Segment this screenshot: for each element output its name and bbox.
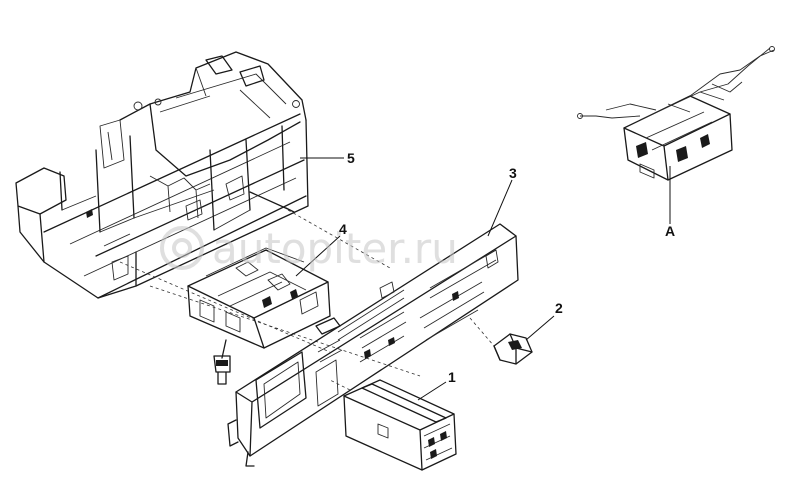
callout-3: 3 <box>509 165 517 181</box>
callout-a: A <box>665 223 675 239</box>
callout-2: 2 <box>555 300 563 316</box>
part-2-knob <box>469 317 533 365</box>
watermark-text: autopiter.ru <box>212 224 458 273</box>
watermark: autopiter.ru <box>160 224 458 273</box>
callout-1: 1 <box>448 369 456 385</box>
part-1-insert-module <box>329 379 457 471</box>
callout-5: 5 <box>347 150 355 166</box>
part-3-fascia-panel <box>227 223 519 467</box>
watermark-logo-icon <box>160 226 204 270</box>
part-4-control-unit <box>187 247 341 385</box>
callout-labels: 5 4 3 2 1 A <box>339 150 675 385</box>
part-a-inset-assembly <box>577 46 775 181</box>
leader-lines <box>295 157 671 401</box>
leader-1 <box>417 381 447 401</box>
callout-4: 4 <box>339 221 347 237</box>
leader-3 <box>487 179 513 237</box>
leader-2 <box>525 315 555 341</box>
leader-4 <box>295 235 341 277</box>
